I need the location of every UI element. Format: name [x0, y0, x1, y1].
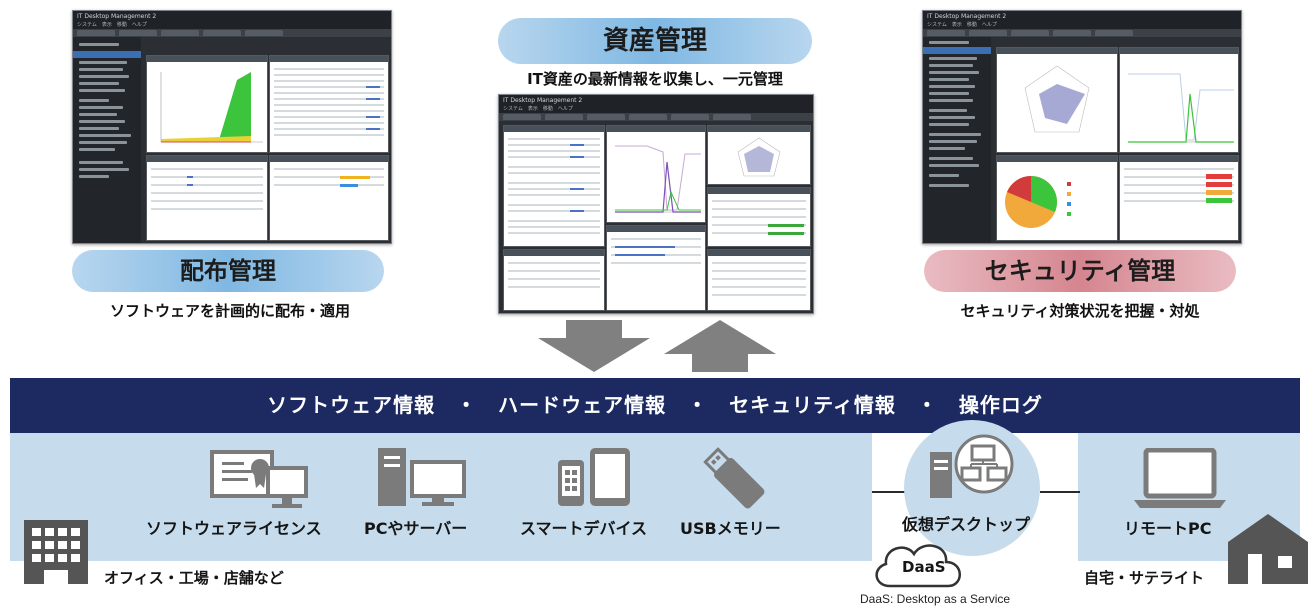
install-trend-panel [146, 55, 268, 153]
screenshot-app-menu: システム 表示 移動 ヘルプ [503, 106, 573, 112]
install-trend-chart [160, 72, 263, 143]
distribution-management-title: 配布管理 [72, 250, 384, 292]
screenshot-app-menu: システム 表示 移動 ヘルプ [77, 22, 147, 28]
software-list-panel [269, 55, 389, 153]
security-radar-chart-2 [1024, 65, 1090, 133]
screenshot-app-title: IT Desktop Management 2 [503, 97, 583, 104]
security-trend-panel [1119, 47, 1239, 153]
up-arrow-icon [664, 320, 776, 372]
remote-pc-label: リモートPC [1124, 519, 1212, 538]
daas-connector-left [872, 491, 908, 493]
daas-connector-right [1040, 491, 1080, 493]
daas-footnote: DaaS: Desktop as a Service [860, 592, 1011, 606]
distribution-status-panel [146, 155, 268, 241]
laptop-icon [1134, 448, 1226, 508]
pc-server-icon [378, 448, 466, 506]
update-status-panel [707, 187, 811, 247]
patch-status-panel [269, 155, 389, 241]
security-pie-panel [996, 155, 1118, 241]
security-table-panel [1119, 155, 1239, 241]
asset-screenshot: IT Desktop Management 2 システム 表示 移動 ヘルプ [498, 94, 814, 314]
smart-device-label: スマートデバイス [520, 519, 648, 538]
screenshot-app-title: IT Desktop Management 2 [77, 13, 157, 20]
security-radar-panel [707, 125, 811, 185]
down-arrow-icon [538, 320, 650, 372]
security-management-subtitle: セキュリティ対策状況を把握・対処 [960, 302, 1200, 320]
event-panel-2 [606, 225, 706, 311]
security-trend-chart [1128, 73, 1234, 143]
screenshot-app-menu: システム 表示 移動 ヘルプ [927, 22, 997, 28]
smart-device-icon [558, 448, 630, 506]
asset-management-subtitle: IT資産の最新情報を収集し、一元管理 [527, 70, 783, 88]
security-screenshot: IT Desktop Management 2 システム 表示 移動 ヘルプ [922, 10, 1242, 244]
asset-trend-panel [606, 125, 706, 223]
security-management-title: セキュリティ管理 [924, 250, 1236, 292]
software-license-label: ソフトウェアライセンス [146, 519, 322, 538]
virtual-desktop-label: 仮想デスクトップ [902, 515, 1031, 534]
usb-memory-label: USBメモリー [680, 519, 781, 538]
distribution-screenshot: IT Desktop Management 2 システム 表示 移動 ヘルプ [72, 10, 392, 244]
asset-summary-panel [503, 125, 605, 247]
home-label: 自宅・サテライト [1084, 569, 1205, 587]
office-label: オフィス・工場・店舗など [104, 569, 284, 587]
virtual-desktop-icon [930, 434, 1014, 498]
event-panel-1 [503, 249, 605, 311]
screenshot-app-title: IT Desktop Management 2 [927, 13, 1007, 20]
daas-cloud-icon [875, 544, 961, 588]
daas-label: DaaS [902, 558, 946, 576]
security-pie-chart [1005, 176, 1071, 228]
usb-memory-icon [703, 447, 765, 509]
office-building-icon [24, 520, 88, 584]
asset-trend-chart [615, 145, 701, 213]
software-license-icon [210, 450, 308, 508]
asset-management-title: 資産管理 [498, 18, 812, 64]
distribution-management-subtitle: ソフトウェアを計画的に配布・適用 [109, 302, 350, 320]
info-types-band: ソフトウェア情報 ・ ハードウェア情報 ・ セキュリティ情報 ・ 操作ログ [10, 378, 1300, 433]
security-radar-panel-2 [996, 47, 1118, 153]
pc-server-label: PCやサーバー [364, 519, 468, 538]
house-icon [1228, 514, 1308, 584]
event-panel-3 [707, 249, 811, 311]
security-radar-chart [737, 137, 781, 177]
